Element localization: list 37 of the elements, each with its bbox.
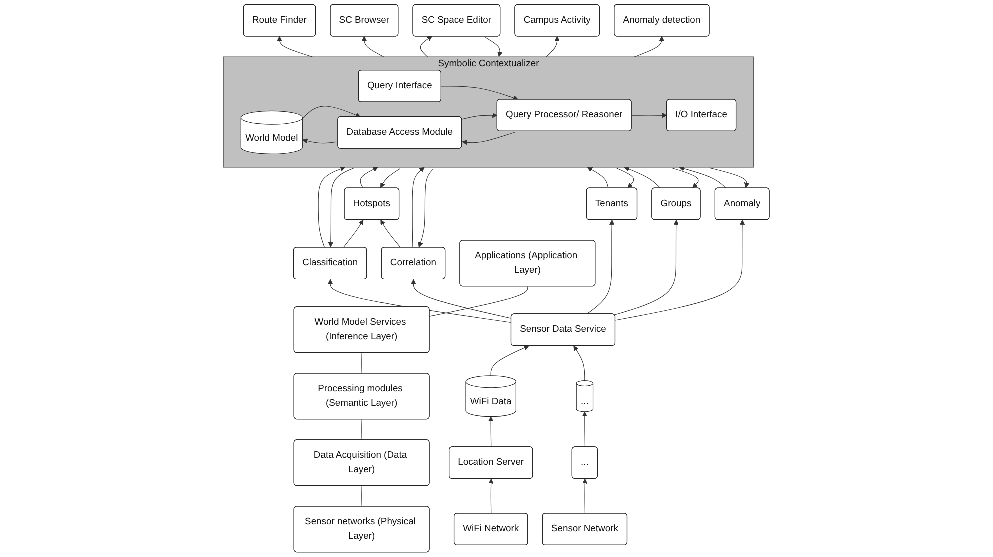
arrow: [488, 416, 494, 448]
arrow: [277, 36, 313, 58]
arrow: [328, 168, 354, 248]
arrow: [616, 168, 634, 188]
connector: [429, 286, 528, 317]
arrow: [624, 166, 661, 188]
arrow: [574, 346, 586, 382]
arrow: [546, 36, 560, 58]
arrow: [485, 37, 503, 58]
arrow: [318, 166, 346, 248]
arrow: [343, 220, 364, 248]
arrow: [709, 168, 750, 188]
arrow: [462, 132, 516, 146]
arrow: [302, 106, 361, 120]
arrow: [488, 478, 494, 514]
arrow: [586, 220, 615, 315]
arrow: [634, 36, 664, 58]
arrow: [632, 112, 668, 118]
arrow: [412, 167, 425, 248]
arrow: [582, 412, 588, 448]
arrow: [587, 167, 609, 188]
arrow: [441, 86, 519, 101]
arrow: [582, 478, 588, 514]
arrow: [672, 168, 699, 188]
arrow: [462, 112, 498, 120]
arrow: [380, 220, 402, 248]
arrow: [615, 220, 746, 321]
arrow: [362, 36, 384, 58]
arrow: [614, 220, 679, 316]
arrow: [302, 138, 336, 144]
arrow: [679, 166, 726, 188]
arrow: [418, 168, 434, 248]
arrow: [380, 168, 401, 188]
arrow: [411, 279, 512, 319]
arrow: [420, 36, 432, 58]
arrow: [490, 346, 530, 376]
arrow: [360, 167, 378, 188]
